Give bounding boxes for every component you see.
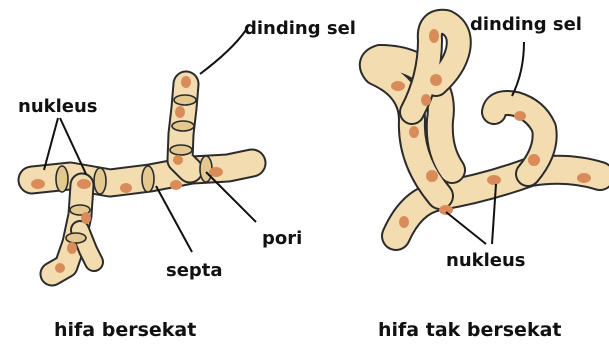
nucleus: [77, 179, 91, 189]
nucleus: [120, 183, 132, 193]
nucleus: [429, 29, 439, 43]
septate-downward-branch: [52, 185, 94, 274]
leader-nucleus: [446, 212, 486, 244]
nucleus: [67, 242, 77, 254]
leader-nucleus: [44, 118, 58, 170]
nucleus: [31, 179, 45, 189]
nucleus: [409, 126, 419, 138]
caption-aseptate: hifa tak bersekat: [378, 319, 562, 341]
nucleus: [81, 212, 91, 224]
label-septum: septa: [166, 260, 223, 281]
septum: [66, 233, 86, 243]
nucleus: [528, 154, 540, 166]
label-nucleus-aseptate: nukleus: [446, 250, 526, 271]
nucleus: [175, 106, 185, 118]
nucleus: [391, 81, 405, 91]
leader-cell-wall: [200, 30, 246, 74]
septate-hypha: dinding sel nukleus pori septa hifa bers…: [18, 18, 356, 341]
nucleus: [170, 180, 182, 190]
nucleus: [487, 175, 501, 185]
nucleus: [173, 155, 183, 165]
nucleus: [421, 94, 431, 106]
leader-cell-wall: [512, 42, 524, 96]
nucleus: [514, 111, 526, 121]
septum: [170, 145, 192, 155]
septum: [172, 121, 194, 131]
label-cell-wall-aseptate: dinding sel: [470, 14, 582, 35]
label-cell-wall-septate: dinding sel: [244, 18, 356, 39]
nucleus: [577, 173, 591, 183]
nucleus: [209, 167, 223, 177]
septum: [174, 95, 196, 105]
label-pore: pori: [262, 228, 302, 249]
septum: [56, 166, 68, 192]
nucleus: [439, 205, 453, 215]
label-nucleus-septate: nukleus: [18, 96, 98, 117]
leader-septa: [156, 186, 192, 252]
nucleus: [181, 76, 191, 88]
septum: [94, 168, 106, 194]
septum: [200, 156, 212, 182]
aseptate-hypha: dinding sel nukleus hifa tak bersekat: [373, 14, 600, 341]
nucleus: [55, 263, 65, 273]
nucleus: [426, 170, 438, 182]
nucleus: [430, 74, 442, 86]
caption-septate: hifa bersekat: [54, 319, 196, 341]
nucleus: [399, 216, 409, 228]
septum: [142, 166, 154, 192]
